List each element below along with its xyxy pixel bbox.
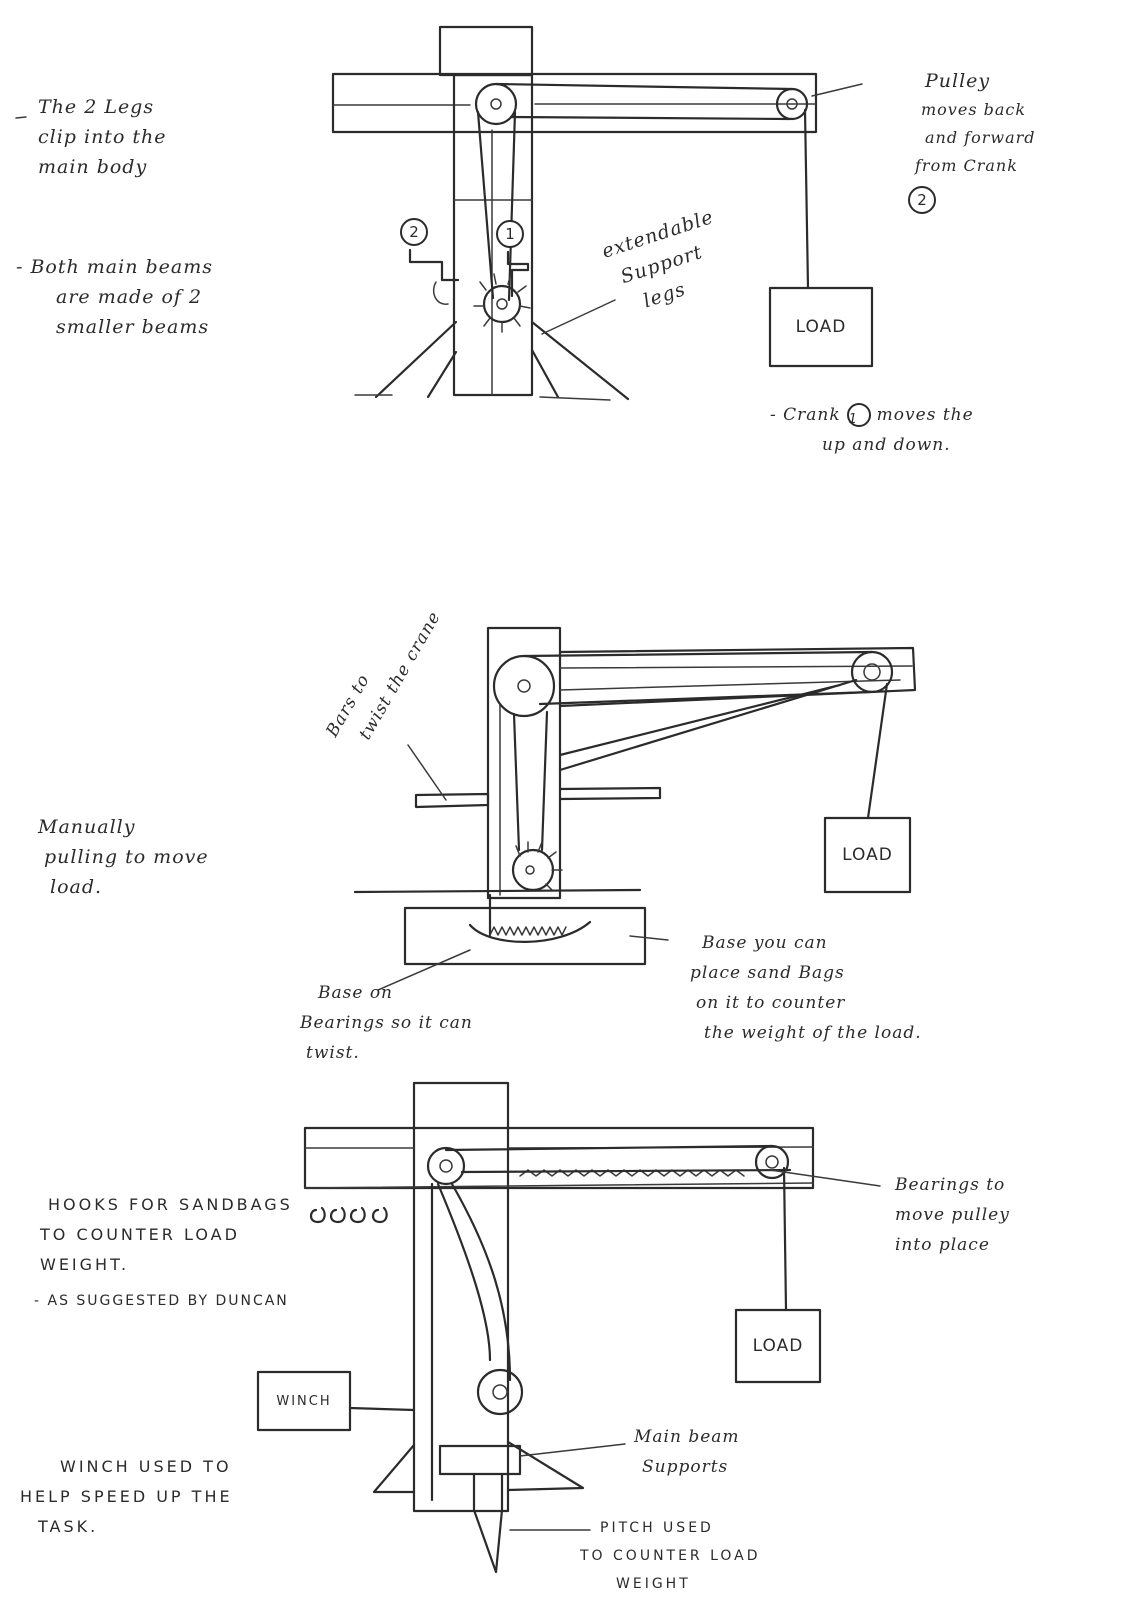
load-cable [782,1166,788,1312]
load-box [768,286,874,368]
crane-design-2 [353,626,917,991]
twist-bar-left [414,792,490,809]
mast-top-block [438,25,534,77]
crane-design-3 [256,1081,881,1574]
left-support-leg [374,320,458,399]
load-cable [866,682,889,820]
mast [412,1081,510,1513]
legs-note: The 2 Legs clip into the main body [38,96,167,178]
jib-beam [303,1126,815,1190]
support-right [506,1440,585,1492]
main-body [452,73,534,397]
top-pulley [474,82,518,126]
crane-design-1 [15,25,874,401]
crank-2-badge: 2 [400,218,428,246]
load-box [823,816,912,894]
lower-pulley [476,1368,524,1416]
load-label-1: LOAD [795,317,847,337]
pitch-note: PITCH USED TO COUNTER LOAD WEIGHT [580,1520,761,1592]
crank-1-note: - Crank 1 moves the up and down. [770,403,974,455]
support-left [372,1443,416,1494]
mast-pulley [492,654,556,718]
load-cable [803,108,810,290]
duncan-note: - AS SUGGESTED BY DUNCAN [34,1293,289,1309]
crank-1-handle [506,250,530,298]
top-pulley [426,1146,466,1186]
winch-box [256,1370,352,1432]
jib-beam [331,72,818,134]
supports-note: Main beam Supports [634,1427,740,1477]
beams-note: - Both main beams are made of 2 smaller … [16,256,213,338]
winch-label: WINCH [276,1393,332,1409]
base-bearings-note: Base on Bearings so it can twist. [300,983,473,1063]
hooks-note: HOOKS FOR SANDBAGS TO COUNTER LOAD WEIGH… [40,1195,293,1274]
twist-bar-right [558,786,662,801]
base-box [403,906,647,966]
jib-arm [558,646,917,708]
pitch-spike [472,1472,504,1574]
mast [486,626,562,900]
bearings-note: Bearings to move pulley into place [895,1175,1010,1255]
base-sandbags-note: Base you can place sand Bags on it to co… [690,933,922,1043]
gear [482,284,522,324]
load-label-2: LOAD [842,845,893,865]
pulley-note: moves back and forward from Crank [915,100,1036,175]
load-box [734,1308,822,1384]
rack-track [468,920,592,943]
manual-note: Manually pulling to move load. [38,816,209,898]
pulley-label: Pulley [925,70,991,92]
right-support-leg [530,320,630,401]
winch-note: WINCH USED TO HELP SPEED UP THE TASK. [20,1457,233,1536]
crank-1-badge: 1 [496,220,524,248]
load-label-3: LOAD [752,1336,804,1356]
crank-2-handle [408,248,460,282]
pitch-block [438,1444,522,1476]
hooks [309,1206,388,1224]
crank-1-note-badge: 1 [846,403,871,427]
pulley-note-crank-2-badge: 2 [908,186,936,214]
